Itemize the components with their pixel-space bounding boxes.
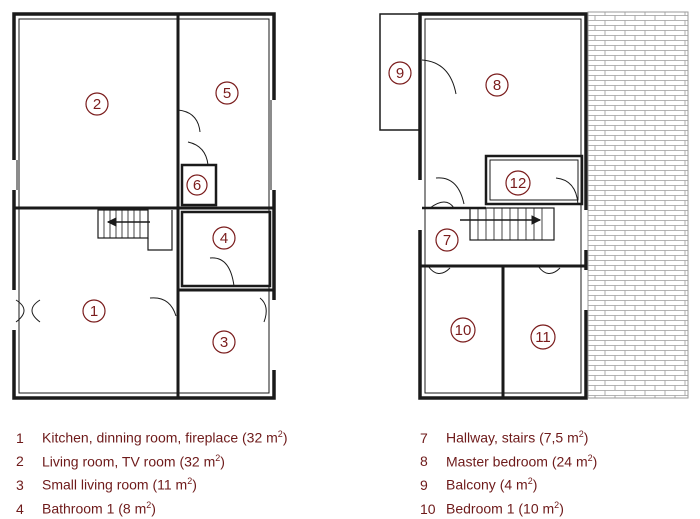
legend-number: 3 — [16, 476, 24, 493]
room-number: 7 — [443, 232, 451, 249]
room-label-1: 1 — [82, 299, 106, 323]
room-number: 1 — [90, 303, 98, 320]
floor-plan: 1 2 3 4 5 6 7 8 9 10 11 12 — [12, 11, 689, 400]
room-number: 8 — [493, 77, 501, 94]
legend-text: Bedroom 1 (10 m — [446, 500, 555, 517]
legend-text: Kitchen, dinning room, fireplace (32 m — [42, 429, 278, 446]
closet-box — [180, 163, 218, 207]
legend-number: 8 — [420, 453, 428, 470]
room-label-4: 4 — [212, 226, 236, 250]
room-number: 3 — [220, 334, 228, 351]
legend-item: 8 Master bedroom (24 m2) — [420, 448, 597, 472]
room-label-6: 6 — [186, 174, 208, 196]
room-number: 9 — [396, 65, 404, 82]
stairs-upper — [469, 207, 555, 241]
legend-item: 7 Hallway, stairs (7,5 m2) — [420, 424, 597, 448]
legend-item: 1 Kitchen, dinning room, fireplace (32 m2… — [16, 424, 287, 448]
legend-close: ) — [583, 429, 589, 446]
room-label-8: 8 — [485, 73, 509, 97]
ground-floor — [12, 12, 276, 400]
legend-close: ) — [151, 500, 156, 517]
room-number: 5 — [223, 85, 231, 102]
legend-close: ) — [559, 500, 564, 517]
legend-sup: 2 — [215, 452, 221, 463]
room-number: 11 — [535, 329, 551, 346]
legend-text: Bathroom 1 (8 m — [42, 500, 147, 517]
balcony-outline — [379, 13, 421, 131]
room-labels: 1 2 3 4 5 6 7 8 9 10 11 12 — [82, 61, 556, 354]
legend-close: ) — [192, 476, 197, 493]
legend-number: 1 — [16, 429, 24, 446]
legend-sup: 2 — [578, 429, 584, 439]
legend-sup: 2 — [527, 476, 533, 487]
room-label-3: 3 — [212, 330, 236, 354]
room-label-5: 5 — [215, 81, 239, 105]
ground-floor-outer-wall — [12, 12, 276, 400]
legend-sup: 2 — [277, 429, 283, 439]
room-number: 12 — [510, 175, 527, 192]
room-number: 4 — [220, 230, 228, 247]
legend-text: Master bedroom (24 m — [446, 453, 588, 470]
legend-close: ) — [220, 453, 225, 470]
upper-floor — [379, 12, 588, 400]
room-number: 2 — [93, 96, 101, 113]
legend-text: Hallway, stairs (7,5 m — [446, 429, 579, 446]
room-label-10: 10 — [450, 317, 476, 343]
legend-text: Balcony (4 m — [446, 476, 528, 493]
legend-close: ) — [282, 429, 288, 446]
legend-number: 10 — [420, 500, 436, 517]
room-number: 10 — [455, 322, 472, 339]
room-label-11: 11 — [530, 324, 556, 350]
room-label-7: 7 — [435, 228, 459, 252]
stairs-ground — [97, 209, 149, 239]
room-label-2: 2 — [85, 92, 109, 116]
legend-close: ) — [532, 476, 538, 493]
legend-number: 4 — [16, 500, 24, 517]
legend-number: 2 — [16, 453, 24, 470]
legend-number: 7 — [420, 429, 428, 446]
room-number: 6 — [193, 177, 201, 194]
legend-sup: 2 — [187, 476, 193, 487]
legend-number: 9 — [420, 476, 428, 493]
room-label-12: 12 — [505, 170, 531, 196]
legend-item: 9 Balcony (4 m2) — [420, 471, 597, 495]
legend-close: ) — [592, 453, 598, 470]
room-label-9: 9 — [388, 61, 412, 85]
roof-tiles — [587, 11, 689, 399]
legend-sup: 2 — [587, 452, 593, 463]
legend-text: Small living room (11 m — [42, 476, 188, 493]
bathroom-box — [180, 210, 272, 288]
legend-text: Living room, TV room (32 m — [42, 453, 216, 470]
legend-item: 3 Small living room (11 m2) — [16, 471, 287, 495]
